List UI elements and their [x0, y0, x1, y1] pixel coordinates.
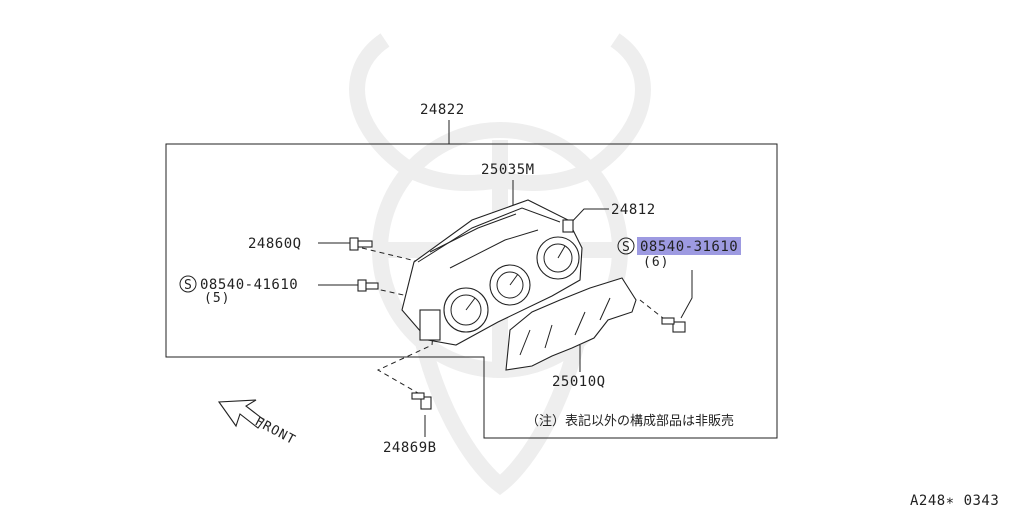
bolt-right: [661, 317, 686, 333]
label-25010Q: 25010Q: [552, 374, 606, 390]
svg-text:S: S: [622, 240, 631, 255]
label-25035M: 25035M: [481, 162, 535, 178]
label-bolt-left-qty: (5): [204, 291, 230, 306]
svg-text:S: S: [184, 278, 193, 293]
front-label: FRONT: [252, 414, 298, 448]
label-bolt-right[interactable]: 08540-31610: [640, 239, 738, 255]
assembly-boundary: [165, 143, 778, 439]
std-symbol-right: S: [617, 237, 635, 255]
label-24869B: 24869B: [383, 440, 437, 456]
diagram-code: A248∗ 0343: [910, 493, 999, 509]
bolt-24869B: [411, 392, 432, 410]
highlight-box: [637, 237, 741, 255]
label-24822: 24822: [420, 102, 465, 118]
std-symbol-left: S: [179, 275, 197, 293]
front-arrow-icon: [217, 399, 265, 429]
meter-lens: [505, 277, 637, 371]
label-24860Q: 24860Q: [248, 236, 302, 252]
label-bolt-left: 08540-41610: [200, 277, 298, 293]
meter-cluster-housing: [401, 199, 583, 346]
label-bolt-right-qty: (6): [643, 255, 669, 270]
note-text: （注）表記以外の構成部品は非販売: [526, 413, 734, 429]
screw-24860Q: [349, 237, 373, 251]
bolt-left: [357, 279, 379, 292]
label-24812: 24812: [611, 202, 656, 218]
